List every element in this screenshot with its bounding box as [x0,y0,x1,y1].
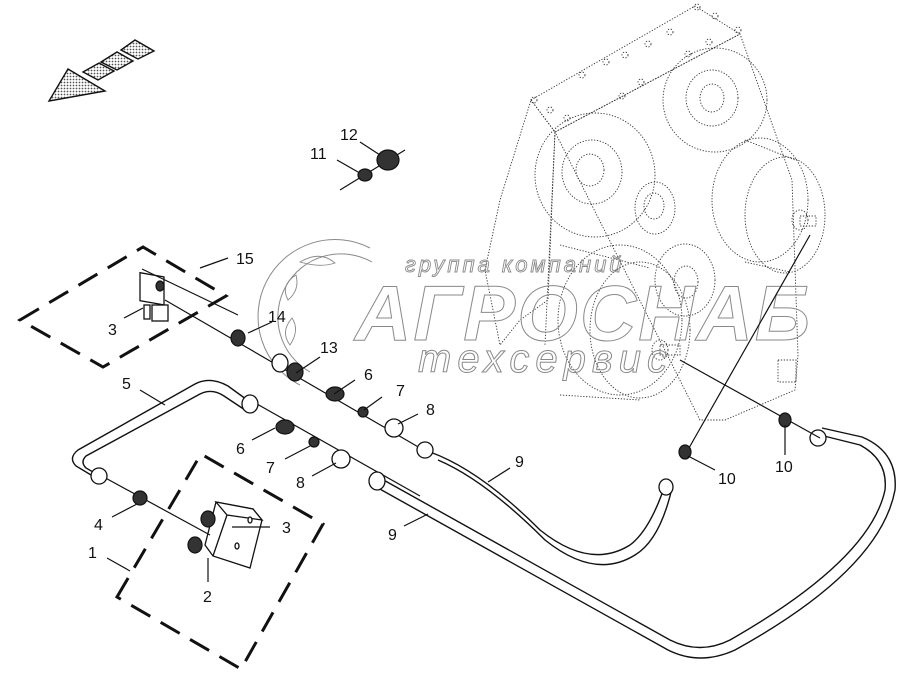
washer-7-lower [308,436,320,448]
plug-14 [357,168,373,182]
callout-10-right: 10 [775,459,793,476]
fitting-axis-box1 [99,474,211,536]
fitting-12 [230,329,246,347]
callout-15: 12 [340,127,358,144]
callout-6-upper: 6 [364,367,373,384]
fitting-10-left [678,444,692,460]
watermark-line1: группа компаний [405,252,625,277]
valve-block-1 [187,501,264,569]
callout-12: 14 [268,309,286,326]
callout-3-top: 3 [108,322,117,339]
callout-8-lower: 8 [296,475,305,492]
watermark-line3: техсервис [418,337,673,381]
assembly-box-13 [17,245,229,369]
tube-5 [71,379,259,485]
callout-7-upper: 7 [396,383,405,400]
callout-1: 1 [88,545,97,562]
callout-7-lower: 7 [266,460,275,477]
gearbox-housing [484,3,826,421]
callout-4: 4 [94,517,103,534]
assembly-box-1 [114,451,326,672]
callout-5: 5 [122,376,131,393]
callout-6-lower: 6 [236,441,245,458]
nut-8-lower [331,449,351,469]
watermark: группа компаний АГРОСНАБ техсервис [257,239,812,386]
fitting-4 [132,490,148,506]
callout-14: 11 [310,146,327,163]
callout-9-lower: 9 [388,527,397,544]
nut-15 [376,149,400,171]
direction-arrow-icon [47,39,156,102]
callout-10-left: 10 [718,471,736,488]
hose-9-upper [416,441,674,566]
callout-2: 2 [203,589,212,606]
nut-8-upper [384,418,404,438]
fitting-axis-lower [249,399,421,497]
callout-13: 15 [236,251,254,268]
solenoid-valve-13 [139,271,169,322]
fitting-10-right [778,412,792,428]
hose-9-lower [368,427,896,659]
housing-bolts [530,3,742,122]
leader-lines [106,141,786,582]
fitting-11 [271,353,304,382]
callout-3-box1: 3 [282,520,291,537]
callout-11: 13 [320,340,338,357]
watermark-line2: АГРОСНАБ [353,269,812,357]
fitting-axis-10b [679,359,821,439]
fitting-6-lower [275,419,295,435]
callout-9-upper: 9 [515,454,524,471]
callout-labels: 15 3 14 13 6 7 8 5 6 7 8 4 1 2 3 9 9 10 … [88,127,793,606]
fitting-axis-10a [684,234,811,456]
callout-8-upper: 8 [426,402,435,419]
